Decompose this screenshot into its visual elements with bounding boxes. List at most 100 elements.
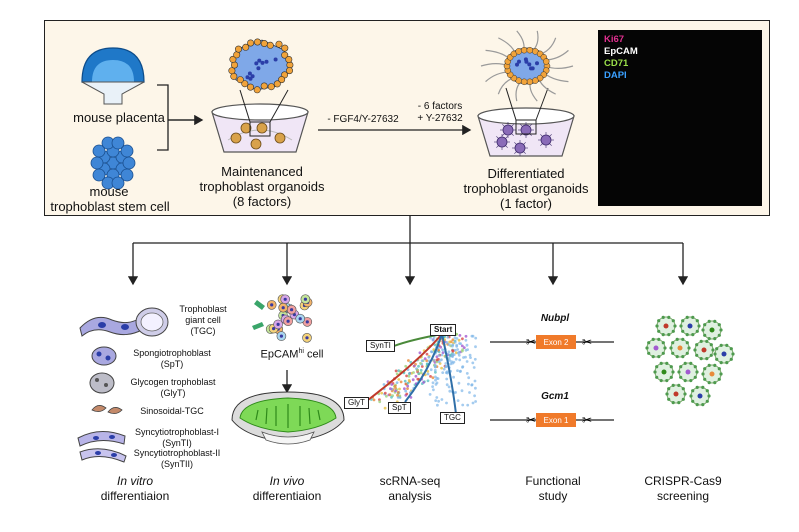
in-vivo-caption-italic: In vivo <box>269 474 305 488</box>
cell-point <box>418 351 422 355</box>
differentiated-label-line3: (1 factor) <box>499 196 552 211</box>
arrow2-label-line1: - 6 factors <box>417 101 463 112</box>
scrna-caption-1: scRNA-seq <box>379 474 441 488</box>
cell-point <box>426 379 430 383</box>
crispr-organoid-cell <box>689 361 693 365</box>
dish-organoid <box>256 122 268 134</box>
cluster-nucleus <box>305 336 309 340</box>
organoid-nucleus <box>254 61 259 66</box>
cell-point <box>452 360 456 364</box>
crispr-organoid-cell <box>715 357 719 361</box>
cell-point <box>435 360 439 364</box>
cell-point <box>406 384 410 388</box>
organoid-cell <box>242 43 250 51</box>
epcam-superscript: hi <box>298 348 304 355</box>
stem-cell <box>92 168 106 182</box>
organoid-spike <box>549 134 552 137</box>
crispr-organoid-cell <box>681 387 685 391</box>
cell-point <box>447 385 451 389</box>
crispr-organoid-cell <box>705 399 709 403</box>
dish-organoid <box>274 132 286 144</box>
arrow1-label: - FGF4/Y-27632 <box>327 114 399 125</box>
crispr-caption-1: CRISPR-Cas9 <box>644 474 722 488</box>
cell-point <box>460 349 464 353</box>
crispr-organoid-cell <box>671 341 675 345</box>
cluster-nucleus <box>279 334 283 338</box>
cell-point <box>382 383 386 386</box>
cell-point <box>385 394 388 398</box>
organoid-cell <box>241 80 249 88</box>
crispr-organoid-cell <box>681 337 685 341</box>
crispr-organoid-core <box>677 345 683 351</box>
cell-point <box>434 378 437 382</box>
organoid-spike <box>514 151 517 154</box>
organoid-spike <box>496 145 499 148</box>
organoid-cell <box>532 77 539 84</box>
organoid-cell <box>273 80 281 88</box>
exon1-label: Exon 1 <box>543 416 569 425</box>
cell-point <box>448 358 451 362</box>
crispr-organoid-cell <box>667 333 671 337</box>
legend-epcam: EpCAM <box>604 46 638 57</box>
cell-point <box>465 360 469 363</box>
cell-point <box>446 335 450 339</box>
organoid-cell <box>285 67 293 75</box>
organoid-cell <box>520 78 528 86</box>
crispr-organoid-cell <box>713 352 717 356</box>
cell-point <box>474 400 477 403</box>
stain-legend: Ki67 EpCAM CD71 DAPI <box>604 34 638 82</box>
crispr-organoid-cell <box>661 315 665 319</box>
cell-point <box>432 388 435 392</box>
cell-point <box>437 357 440 361</box>
dish-organoid <box>514 142 526 154</box>
organoid-cell <box>254 38 262 46</box>
cell-point <box>432 336 436 339</box>
crispr-organoid-cell <box>707 337 711 341</box>
legend-ki67: Ki67 <box>604 34 625 45</box>
crispr-organoid-cell <box>679 365 683 369</box>
crispr-organoid-cell <box>681 329 685 333</box>
crispr-organoid-cell <box>707 319 711 323</box>
crispr-organoid-cell <box>707 394 711 398</box>
gene-gcm1-label: Gcm1 <box>541 391 569 402</box>
syntii-label-1: Syncytiotrophoblast-II <box>133 448 221 458</box>
glyt-cell-icon <box>89 372 115 394</box>
scrna-trajectory-plot <box>367 332 478 415</box>
glyt-label-2: (GlyT) <box>160 388 186 398</box>
cell-point <box>395 372 399 376</box>
organoid-cell <box>281 44 289 52</box>
zoom-box <box>515 119 537 135</box>
cell-point <box>425 362 429 366</box>
crispr-organoid-cell <box>719 361 723 365</box>
crispr-organoid-cell <box>731 352 735 356</box>
cell-point <box>446 371 449 375</box>
crispr-organoid-cell <box>677 370 681 374</box>
cell-point <box>437 399 440 403</box>
cell-point <box>429 368 433 372</box>
cell-point <box>440 358 443 362</box>
crispr-organoid-cell <box>677 401 681 405</box>
cell-point <box>407 359 410 362</box>
dish-organoid <box>230 132 242 144</box>
cell-point <box>442 367 446 371</box>
crispr-caption-2: screening <box>656 489 710 503</box>
organoid-cell <box>266 41 274 49</box>
crispr-organoid-core <box>697 393 703 399</box>
cell-point <box>455 337 459 340</box>
crispr-organoid-cell <box>659 361 663 365</box>
crispr-organoid-cell <box>701 403 705 407</box>
crispr-organoid-cell <box>683 392 687 396</box>
crispr-organoid-core <box>653 345 659 351</box>
cell-point <box>378 400 382 404</box>
tgc-cell-icons <box>79 307 169 337</box>
cell-point <box>408 372 411 376</box>
cell-point <box>426 372 430 376</box>
crispr-organoid-cell <box>655 365 659 369</box>
differentiated-label-line1: Differentiated <box>487 166 565 181</box>
cell-point <box>388 393 392 397</box>
crispr-organoid-cell <box>655 324 659 328</box>
crispr-organoid-cell <box>699 339 703 343</box>
dish-organoid <box>496 136 508 148</box>
cell-point <box>422 381 425 384</box>
crispr-organoid-cell <box>685 315 689 319</box>
